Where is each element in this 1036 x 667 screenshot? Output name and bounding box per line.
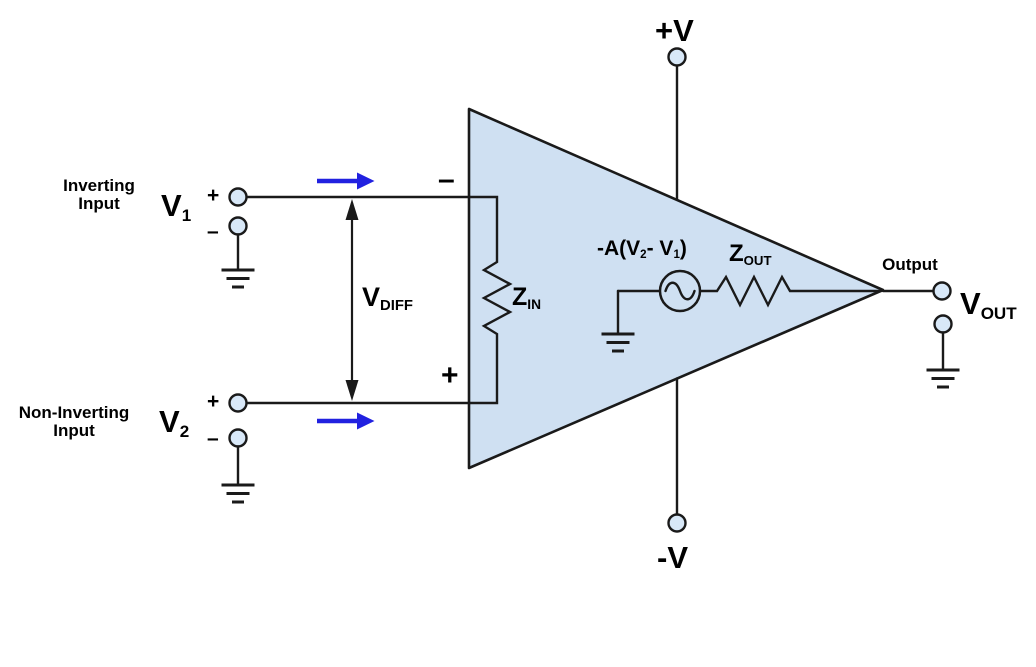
arrow-right-icon bbox=[357, 172, 375, 190]
v2-plus-sign: + bbox=[207, 390, 220, 413]
output-label: Output bbox=[882, 255, 938, 274]
positive-supply-terminal bbox=[667, 47, 687, 67]
opamp-non-inverting-mark: + bbox=[441, 359, 459, 392]
v2-ground bbox=[221, 445, 255, 504]
vdiff-arrowhead-up bbox=[345, 199, 359, 220]
inverting-input-label: Inverting Input bbox=[63, 176, 135, 214]
output-terminal bbox=[932, 281, 952, 301]
output-ground-terminal bbox=[933, 314, 953, 334]
vdiff-arrowhead-down bbox=[345, 380, 359, 401]
zout-label: ZOUT bbox=[729, 240, 772, 268]
vdiff-arrow bbox=[345, 199, 359, 401]
v1-ground bbox=[221, 233, 255, 289]
output-ground bbox=[926, 331, 960, 389]
dependent-source bbox=[616, 269, 702, 313]
zin-label: ZIN bbox=[512, 283, 542, 313]
opamp-inverting-mark: – bbox=[438, 163, 455, 196]
negative-supply-terminal bbox=[667, 513, 687, 533]
current-arrow-bottom bbox=[317, 412, 375, 430]
dependent-source-label: -A(V2- V1) bbox=[597, 237, 687, 262]
v1-minus-sign: – bbox=[207, 220, 219, 243]
v1-plus-sign: + bbox=[207, 184, 220, 207]
non-inverting-input-label: Non-Inverting Input bbox=[18, 403, 130, 441]
v1-label: V1 bbox=[161, 188, 192, 226]
v2-positive-terminal bbox=[228, 393, 248, 413]
positive-supply-label: +V bbox=[655, 13, 694, 48]
v2-minus-sign: – bbox=[207, 427, 219, 450]
v2-negative-terminal bbox=[228, 428, 248, 448]
v1-positive-terminal bbox=[228, 187, 248, 207]
negative-supply-label: -V bbox=[657, 540, 688, 575]
source-ground bbox=[601, 289, 635, 353]
vout-label: VOUT bbox=[960, 286, 1017, 324]
arrow-right-icon bbox=[357, 412, 375, 430]
sine-icon bbox=[664, 281, 696, 301]
vdiff-label: VDIFF bbox=[362, 282, 413, 315]
zin-resistor bbox=[468, 195, 513, 405]
v1-negative-terminal bbox=[228, 216, 248, 236]
v2-label: V2 bbox=[159, 404, 190, 442]
current-arrow-top bbox=[317, 172, 375, 190]
zout-resistor bbox=[698, 274, 883, 308]
